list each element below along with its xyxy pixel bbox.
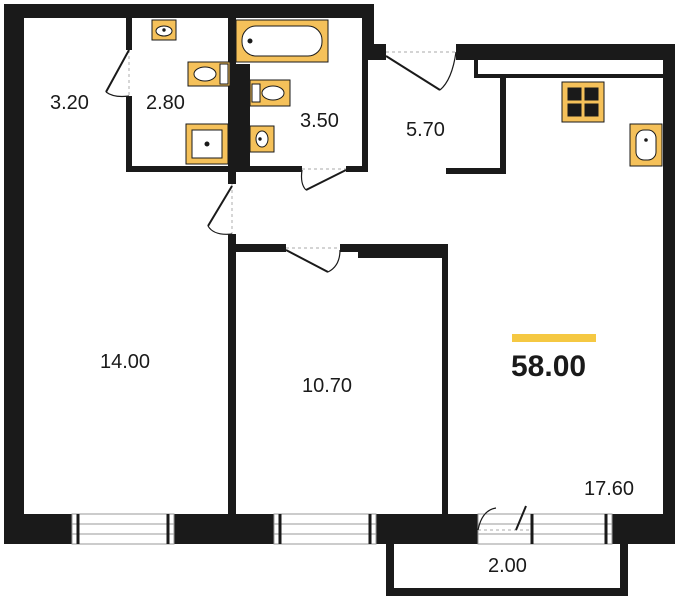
wall-right: [663, 44, 675, 536]
door-bathroom: [105, 49, 130, 98]
wall-kitchen-stub: [500, 78, 506, 174]
sink-icon: [151, 19, 177, 41]
wall-top-mid: [374, 44, 386, 60]
stove-icon: [561, 81, 605, 123]
toilet-icon: [187, 61, 231, 87]
doors: [105, 49, 532, 531]
total-area-accent: [512, 334, 596, 342]
room-area-balcony: 2.00: [488, 555, 527, 577]
wall-corridor-a: [228, 172, 236, 184]
wall-bath-wc-shaft: [228, 64, 250, 170]
wall-bedrooms-divider: [228, 234, 236, 516]
balcony-wall-bottom: [386, 588, 628, 596]
wall-br2-right: [442, 244, 448, 516]
wall-top-step: [362, 4, 374, 60]
wall-br2-top-c: [358, 244, 448, 258]
wall-ledge-l: [474, 60, 478, 78]
wall-br2-top-a: [236, 244, 286, 252]
wall-top-right: [456, 44, 674, 60]
kitchen-sink-icon: [629, 123, 663, 167]
fixtures: [151, 19, 663, 167]
room-area-corridor: 5.70: [406, 119, 445, 141]
toilet-icon: [249, 79, 291, 107]
room-area-bedroom-small: 10.70: [302, 375, 352, 397]
wall-bottom-3: [376, 514, 478, 544]
total-area: 58.00: [511, 350, 586, 383]
wall-bottom-1: [4, 514, 72, 544]
room-area-hall: 3.20: [50, 92, 89, 114]
room-area-bathroom: 2.80: [146, 92, 185, 114]
wall-top-left: [4, 4, 374, 18]
walls: [4, 4, 675, 596]
sink-icon: [249, 125, 275, 153]
room-area-toilet: 3.50: [300, 110, 339, 132]
room-area-kitchen-living: 17.60: [584, 478, 634, 500]
wall-bath-wc-a: [228, 18, 236, 64]
bathtub-icon: [235, 19, 329, 63]
wall-left: [4, 4, 24, 544]
wall-br2-top-b: [340, 244, 358, 252]
wall-bottom-2: [174, 514, 274, 544]
wall-wc-bottom-a: [236, 166, 302, 172]
window-kitchen: [477, 513, 613, 545]
window-bedroom-small: [273, 513, 377, 545]
windows: [71, 513, 613, 545]
door-bedroom-large: [207, 184, 233, 235]
room-area-bedroom-large: 14.00: [100, 351, 150, 373]
balcony-wall-right: [620, 536, 628, 596]
door-bedroom-small: [285, 247, 341, 273]
door-balcony: [477, 505, 532, 531]
door-toilet: [300, 168, 347, 191]
wall-hall-bath-a: [126, 18, 132, 50]
balcony-wall-left: [386, 544, 394, 596]
wall-bath-bottom: [126, 166, 236, 172]
wall-ledge-bottom: [474, 74, 664, 78]
shower-icon: [185, 123, 229, 165]
wall-wc-bottom-b: [346, 166, 368, 172]
wall-hall-bath-b: [126, 96, 132, 172]
window-bedroom-large: [71, 513, 175, 545]
wall-wc-right: [362, 56, 368, 172]
door-entrance: [385, 51, 457, 91]
wall-kitchen-stub-foot: [446, 168, 506, 174]
